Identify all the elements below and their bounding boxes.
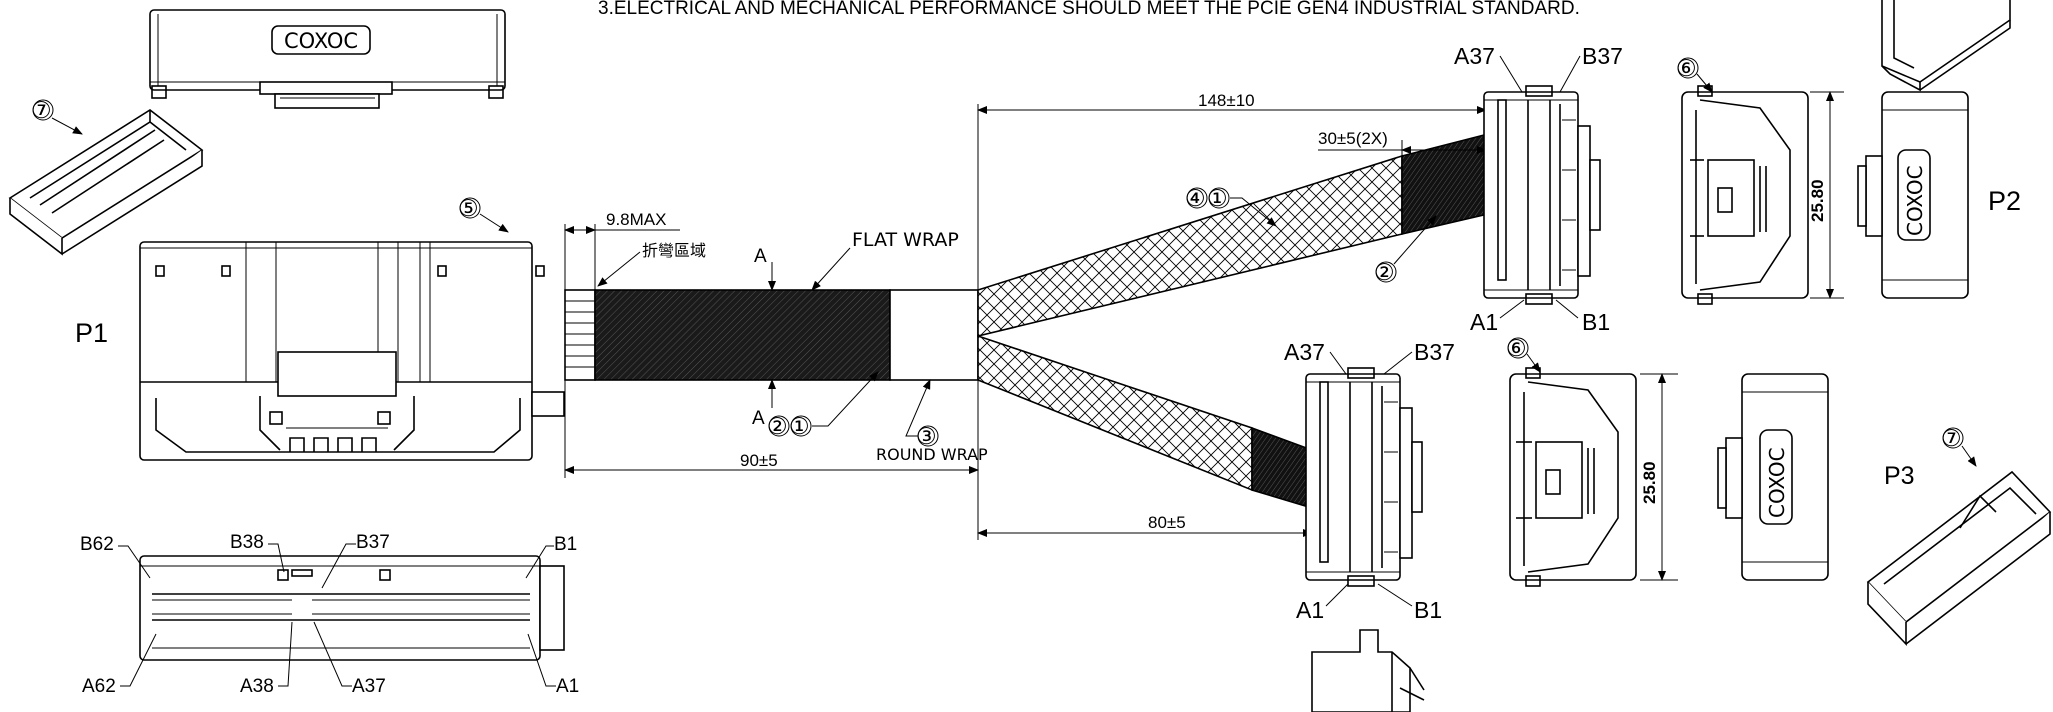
p2-pin-labels: A37 B37 A1 B1 <box>1454 43 1623 335</box>
dim-148-text: 148±10 <box>1198 91 1255 110</box>
dim-30: 30±5(2X) <box>1318 129 1487 158</box>
p1-side-view <box>139 241 565 461</box>
dim-80: 80±5 <box>977 380 1313 540</box>
p1-pin-a62: A62 <box>82 676 116 697</box>
section-a-bottom: A <box>752 408 765 429</box>
flat-cable <box>564 289 979 381</box>
p3-pin-b1: B1 <box>1414 597 1442 623</box>
p2-pin-b1: B1 <box>1582 309 1610 335</box>
dim-p2-height: 25.80 <box>1808 91 1844 299</box>
p3-end-view: COXOC <box>1717 373 1829 581</box>
p3-pin-a1: A1 <box>1296 597 1324 623</box>
p1-pin-a38: A38 <box>240 676 274 697</box>
balloon-7-bottom: ⑦ <box>1941 425 1977 467</box>
round-wrap-label: ROUND WRAP <box>876 445 988 464</box>
balloon-6-p3-text: ⑥ <box>1506 335 1527 361</box>
bend-zone-label: 折彎區域 <box>642 242 706 260</box>
flat-wrap-callout: FLAT WRAP <box>811 229 959 291</box>
clip-part-right <box>1866 470 2052 647</box>
p2-pin-a37: A37 <box>1454 43 1495 69</box>
clip-part-top-right <box>1881 0 2011 92</box>
p3-pin-b37: B37 <box>1414 339 1455 365</box>
balloon-5: ⑤ <box>458 195 509 233</box>
balloons-2-1-flat: ② ① <box>767 371 879 439</box>
p2-pin-a1: A1 <box>1470 309 1498 335</box>
p2-brand: COXOC <box>1903 165 1927 236</box>
section-a-markers: A A <box>752 246 776 429</box>
split-arms <box>977 132 1489 510</box>
balloon-2-arm: ② <box>1374 215 1437 285</box>
p1-top-view: COXOC <box>149 9 506 109</box>
p2-end-view: COXOC <box>1857 91 1969 299</box>
p3-brand: COXOC <box>1765 447 1789 518</box>
dim-p3-height-text: 25.80 <box>1640 461 1659 504</box>
p1-pin-a37: A37 <box>352 676 386 697</box>
p1-pin-view <box>139 555 565 661</box>
dim-148: 148±10 <box>977 91 1487 290</box>
p1-pin-labels: B62 B38 B37 B1 A62 A38 A37 A1 <box>80 532 579 697</box>
p2-connector-side <box>1483 85 1601 305</box>
p1-pin-a1: A1 <box>556 676 579 697</box>
p1-pin-b38: B38 <box>230 532 264 553</box>
dim-p3-height: 25.80 <box>1640 373 1678 581</box>
balloon-5-text: ⑤ <box>458 195 479 221</box>
performance-note: 3.ELECTRICAL AND MECHANICAL PERFORMANCE … <box>598 0 1580 19</box>
p1-pin-b62: B62 <box>80 534 114 555</box>
dim-9-8-max-text: 9.8MAX <box>606 210 666 229</box>
balloon-7-top-text: ⑦ <box>31 97 52 123</box>
p3-connector-side <box>1305 367 1423 587</box>
balloon-3-round: ③ ROUND WRAP <box>876 379 988 464</box>
dim-9-8-max: 9.8MAX 折彎區域 <box>564 210 706 290</box>
dim-80-text: 80±5 <box>1148 513 1186 532</box>
p1-pin-b1: B1 <box>554 534 577 555</box>
p1-pin-b37: B37 <box>356 532 390 553</box>
flat-wrap-label: FLAT WRAP <box>852 229 959 251</box>
section-a-top: A <box>754 246 767 267</box>
clip-part-left <box>8 109 204 256</box>
p3-pin-labels: A37 B37 A1 B1 <box>1284 339 1455 623</box>
p3-pin-a37: A37 <box>1284 339 1325 365</box>
balloon-6-p2: ⑥ <box>1676 55 1713 93</box>
dim-30-text: 30±5(2X) <box>1318 129 1388 148</box>
p2-label: P2 <box>1988 186 2021 216</box>
balloon-7-bottom-text: ⑦ <box>1941 425 1962 451</box>
clip-part-bottom <box>1311 629 1425 712</box>
balloon-1-flat: ① <box>789 413 810 439</box>
balloon-4-text: ④ <box>1185 185 1206 211</box>
p1-label: P1 <box>75 318 108 348</box>
p1-top-brand: COXOC <box>284 29 358 53</box>
p2-front-view <box>1681 85 1809 305</box>
balloon-2-flat: ② <box>767 413 788 439</box>
p3-front-view <box>1509 367 1637 587</box>
balloon-2-arm-text: ② <box>1374 259 1395 285</box>
balloon-6-p2-text: ⑥ <box>1676 55 1697 81</box>
p3-label: P3 <box>1884 462 1915 490</box>
balloon-3-text: ③ <box>916 423 937 449</box>
balloon-6-p3: ⑥ <box>1506 335 1541 373</box>
dim-p2-height-text: 25.80 <box>1808 179 1827 222</box>
dim-90-text: 90±5 <box>740 451 778 470</box>
balloon-7-top: ⑦ <box>31 97 83 135</box>
balloon-1-arm-text: ① <box>1207 185 1228 211</box>
p2-pin-b37: B37 <box>1582 43 1623 69</box>
balloons-4-1-arm: ④ ① <box>1185 185 1277 227</box>
